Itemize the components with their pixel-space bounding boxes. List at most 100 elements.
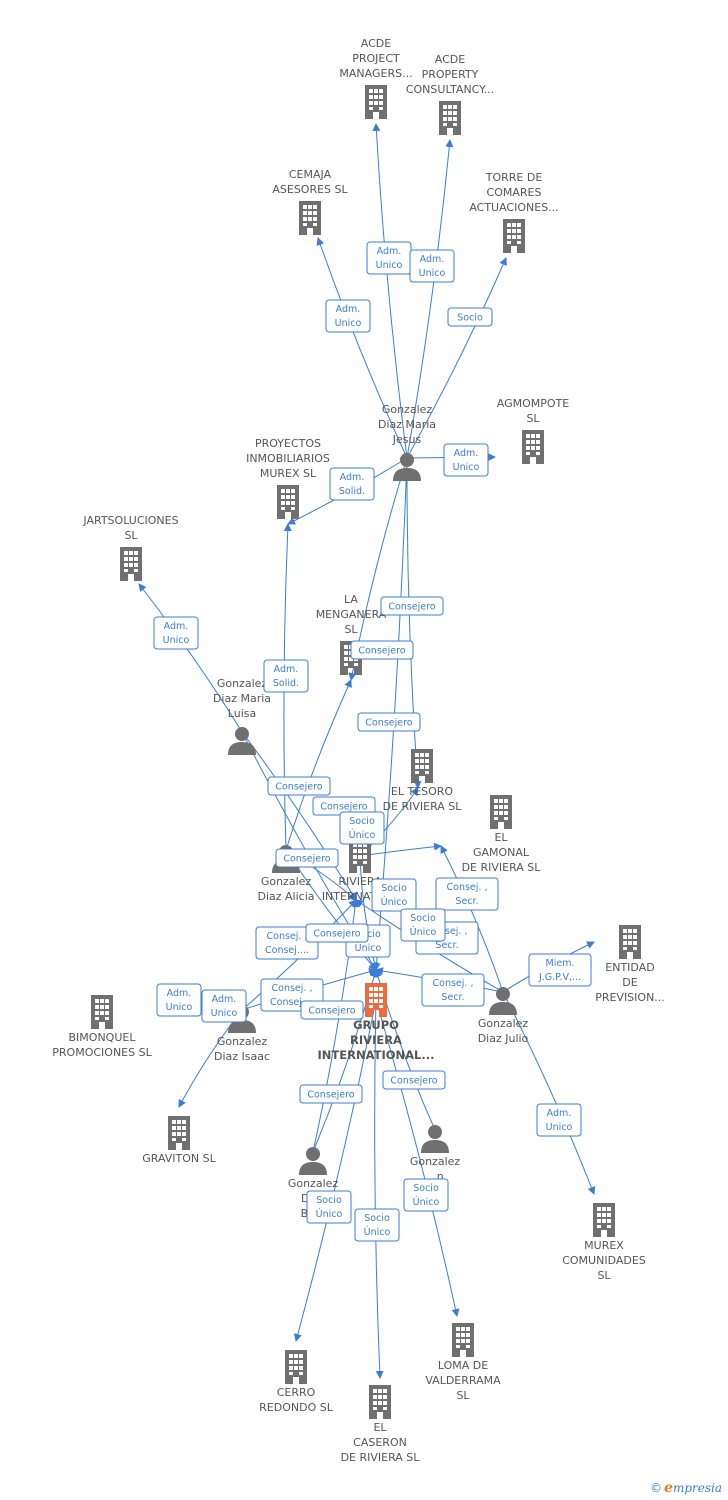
relation-badge-r29[interactable]: Consejero (382, 1070, 446, 1090)
relation-badge-box (350, 640, 414, 660)
relation-badge-box (528, 953, 592, 987)
node-label-line: AGMOMPOTE (497, 397, 570, 410)
company-node-acde_pc[interactable]: ACDEPROPERTYCONSULTANCY... (406, 53, 494, 135)
relation-badge-r12[interactable]: Consejero (267, 776, 331, 796)
relation-badge-text: Secr. (455, 896, 478, 907)
relation-badge-r5[interactable]: Adm.Unico (443, 443, 489, 477)
node-label-line: ENTIDAD (605, 961, 654, 974)
relation-badge-r18[interactable]: Consej. ,Consej.... (255, 926, 319, 960)
node-label-line: Diaz Maria (213, 692, 271, 705)
relation-badge-text: Consejero (308, 1006, 355, 1017)
relation-badge-box (329, 467, 375, 501)
node-label-line: CEMAJA (289, 168, 332, 181)
relation-badge-r4[interactable]: Socio (447, 307, 493, 327)
company-node-grupo[interactable]: GRUPORIVIERAINTERNATIONAL... (318, 983, 435, 1062)
node-label-line: SL (124, 529, 138, 542)
relation-badge-text: Unico (166, 1002, 193, 1013)
relation-badge-text: Socio (381, 883, 407, 894)
relation-badge-r1[interactable]: Adm.Unico (366, 241, 412, 275)
node-label-line: INTERNATIONAL... (318, 1048, 435, 1062)
node-label-line: Gonzalez (217, 677, 268, 690)
relation-badge-text: Consej. , (272, 983, 313, 994)
relation-badge-r28[interactable]: Consejero (299, 1084, 363, 1104)
relation-badge-r2[interactable]: Adm.Unico (409, 249, 455, 283)
node-label-line: Gonzalez (288, 1177, 339, 1190)
relation-badge-text: Secr. (435, 940, 458, 951)
relation-badge-text: Unico (546, 1122, 573, 1133)
relation-badge-box (300, 1000, 364, 1020)
relation-badge-text: Unico (453, 462, 480, 473)
node-label-line: Gonzalez (261, 875, 312, 888)
relation-badge-r7[interactable]: Consejero (380, 596, 444, 616)
relation-badge-r3[interactable]: Adm.Unico (325, 299, 371, 333)
relation-edge-r30 (293, 999, 377, 1342)
empresia-logo[interactable]: ©empresia (650, 1480, 722, 1496)
relation-badge-text: Unico (376, 260, 403, 271)
company-node-entidad[interactable]: ENTIDADDEPREVISION... (595, 925, 665, 1004)
building-icon (369, 1385, 391, 1419)
company-node-torre[interactable]: TORRE DECOMARESACTUACIONES... (469, 171, 559, 253)
relation-badge-r6[interactable]: Adm.Solid. (329, 467, 375, 501)
relation-badge-text: Consejero (365, 718, 412, 729)
relation-badge-box (299, 1084, 363, 1104)
relation-badge-r15[interactable]: Consejero (275, 848, 339, 868)
relation-badge-r11[interactable]: Adm.Solid. (263, 659, 309, 693)
node-label-line: Diaz Isaac (214, 1050, 270, 1063)
relation-badge-text: Consejero (283, 854, 330, 865)
person-icon (489, 987, 517, 1015)
relation-badge-r10[interactable]: Adm.Unico (153, 616, 199, 650)
relation-badge-text: Consej. , (433, 978, 474, 989)
node-label-line: MANAGERS... (339, 67, 412, 80)
relation-badge-r17[interactable]: Adm.Unico (201, 989, 247, 1023)
relation-badge-r25[interactable]: Miem.J.G.P.V,... (528, 953, 592, 987)
company-node-agmompote[interactable]: AGMOMPOTE SL (497, 397, 570, 464)
relation-badge-text: Único (355, 942, 382, 954)
relation-badge-r9[interactable]: Consejero (357, 712, 421, 732)
relation-badge-r24[interactable]: Consej. ,Secr. (421, 973, 485, 1007)
person-node-p_n[interactable]: Gonzalez...n (410, 1125, 461, 1183)
node-label-line: CONSULTANCY... (406, 83, 494, 96)
relation-badge-r8[interactable]: Consejero (350, 640, 414, 660)
node-label-line: GAMONAL (473, 846, 530, 859)
company-node-acde_pm[interactable]: ACDEPROJECTMANAGERS... (339, 37, 413, 119)
relation-badge-box (263, 659, 309, 693)
relation-badge-text: Único (349, 829, 376, 841)
relation-badge-text: Solid. (339, 486, 365, 497)
relation-badge-r33[interactable]: Consejero (305, 923, 369, 943)
person-icon (299, 1147, 327, 1175)
relation-badge-r16[interactable]: Adm.Unico (156, 983, 202, 1017)
relation-badge-text: Adm. (420, 254, 445, 265)
node-label-line: SL (597, 1269, 611, 1282)
building-icon (299, 201, 321, 235)
relation-badge-box (156, 983, 202, 1017)
relation-badge-r26[interactable]: Adm.Unico (536, 1103, 582, 1137)
relation-badge-r34[interactable]: Consejero (300, 1000, 364, 1020)
relation-badge-r22[interactable]: Consej. ,Secr. (435, 877, 499, 911)
company-node-graviton[interactable]: GRAVITON SL (142, 1116, 217, 1165)
node-label-line: PROPERTY (422, 68, 479, 81)
node-label-line: SL (526, 412, 540, 425)
